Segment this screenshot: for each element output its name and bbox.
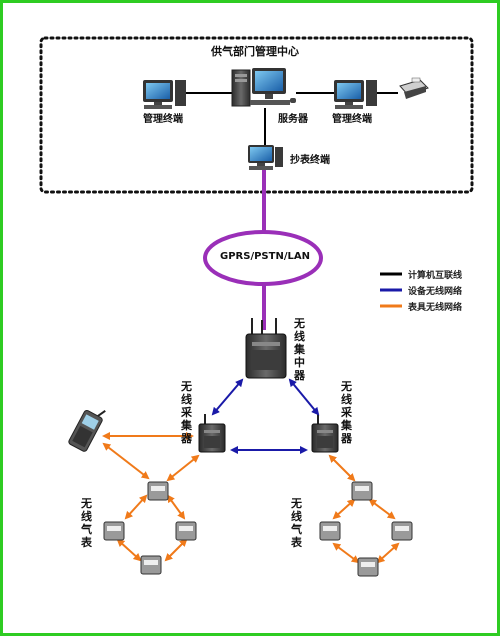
gas-meter-icon — [357, 557, 379, 577]
computer-links — [186, 92, 398, 145]
printer-icon — [399, 77, 429, 99]
gas-meter-icon — [175, 521, 197, 541]
management-center-title: 供气部门管理中心 — [211, 45, 299, 58]
device-wireless-links — [211, 378, 320, 454]
concentrator-label: 无线集中器 — [294, 317, 305, 382]
legend-swatches — [380, 272, 402, 308]
collector-right-icon — [311, 414, 339, 453]
management-terminal-left-icon — [143, 80, 186, 109]
gas-meter-icon — [147, 481, 169, 501]
collector-right-label: 无线采集器 — [341, 380, 352, 445]
gas-meters-left-label: 无线气表 — [81, 497, 92, 549]
management-terminal-right-label: 管理终端 — [332, 114, 372, 125]
gas-meter-icon — [319, 521, 341, 541]
management-center-box — [39, 36, 474, 194]
meter-reading-terminal-icon — [248, 145, 283, 170]
server-icon — [231, 68, 296, 107]
management-terminal-left-label: 管理终端 — [143, 114, 183, 125]
legend-device-wireless: 设备无线网络 — [408, 287, 463, 297]
network-label: GPRS/PSTN/LAN — [220, 251, 310, 262]
gas-meter-icon — [351, 481, 373, 501]
legend-meter-wireless: 表具无线网络 — [408, 303, 463, 313]
legend-computer-link: 计算机互联线 — [408, 271, 463, 281]
network-ellipse — [203, 230, 323, 286]
gas-meter-icon — [391, 521, 413, 541]
management-terminal-right-icon — [334, 80, 377, 109]
gas-meter-icon — [140, 555, 162, 575]
collector-left-icon — [198, 414, 226, 453]
concentrator-icon — [245, 318, 287, 379]
meter-wireless-links — [102, 432, 400, 564]
handheld-reader-icon — [68, 409, 106, 452]
collector-left-label: 无线采集器 — [181, 380, 192, 445]
gas-meters-right-label: 无线气表 — [291, 497, 302, 549]
gas-meter-icon — [103, 521, 125, 541]
meter-reading-terminal-label: 抄表终端 — [290, 155, 330, 166]
server-label: 服务器 — [278, 114, 308, 125]
